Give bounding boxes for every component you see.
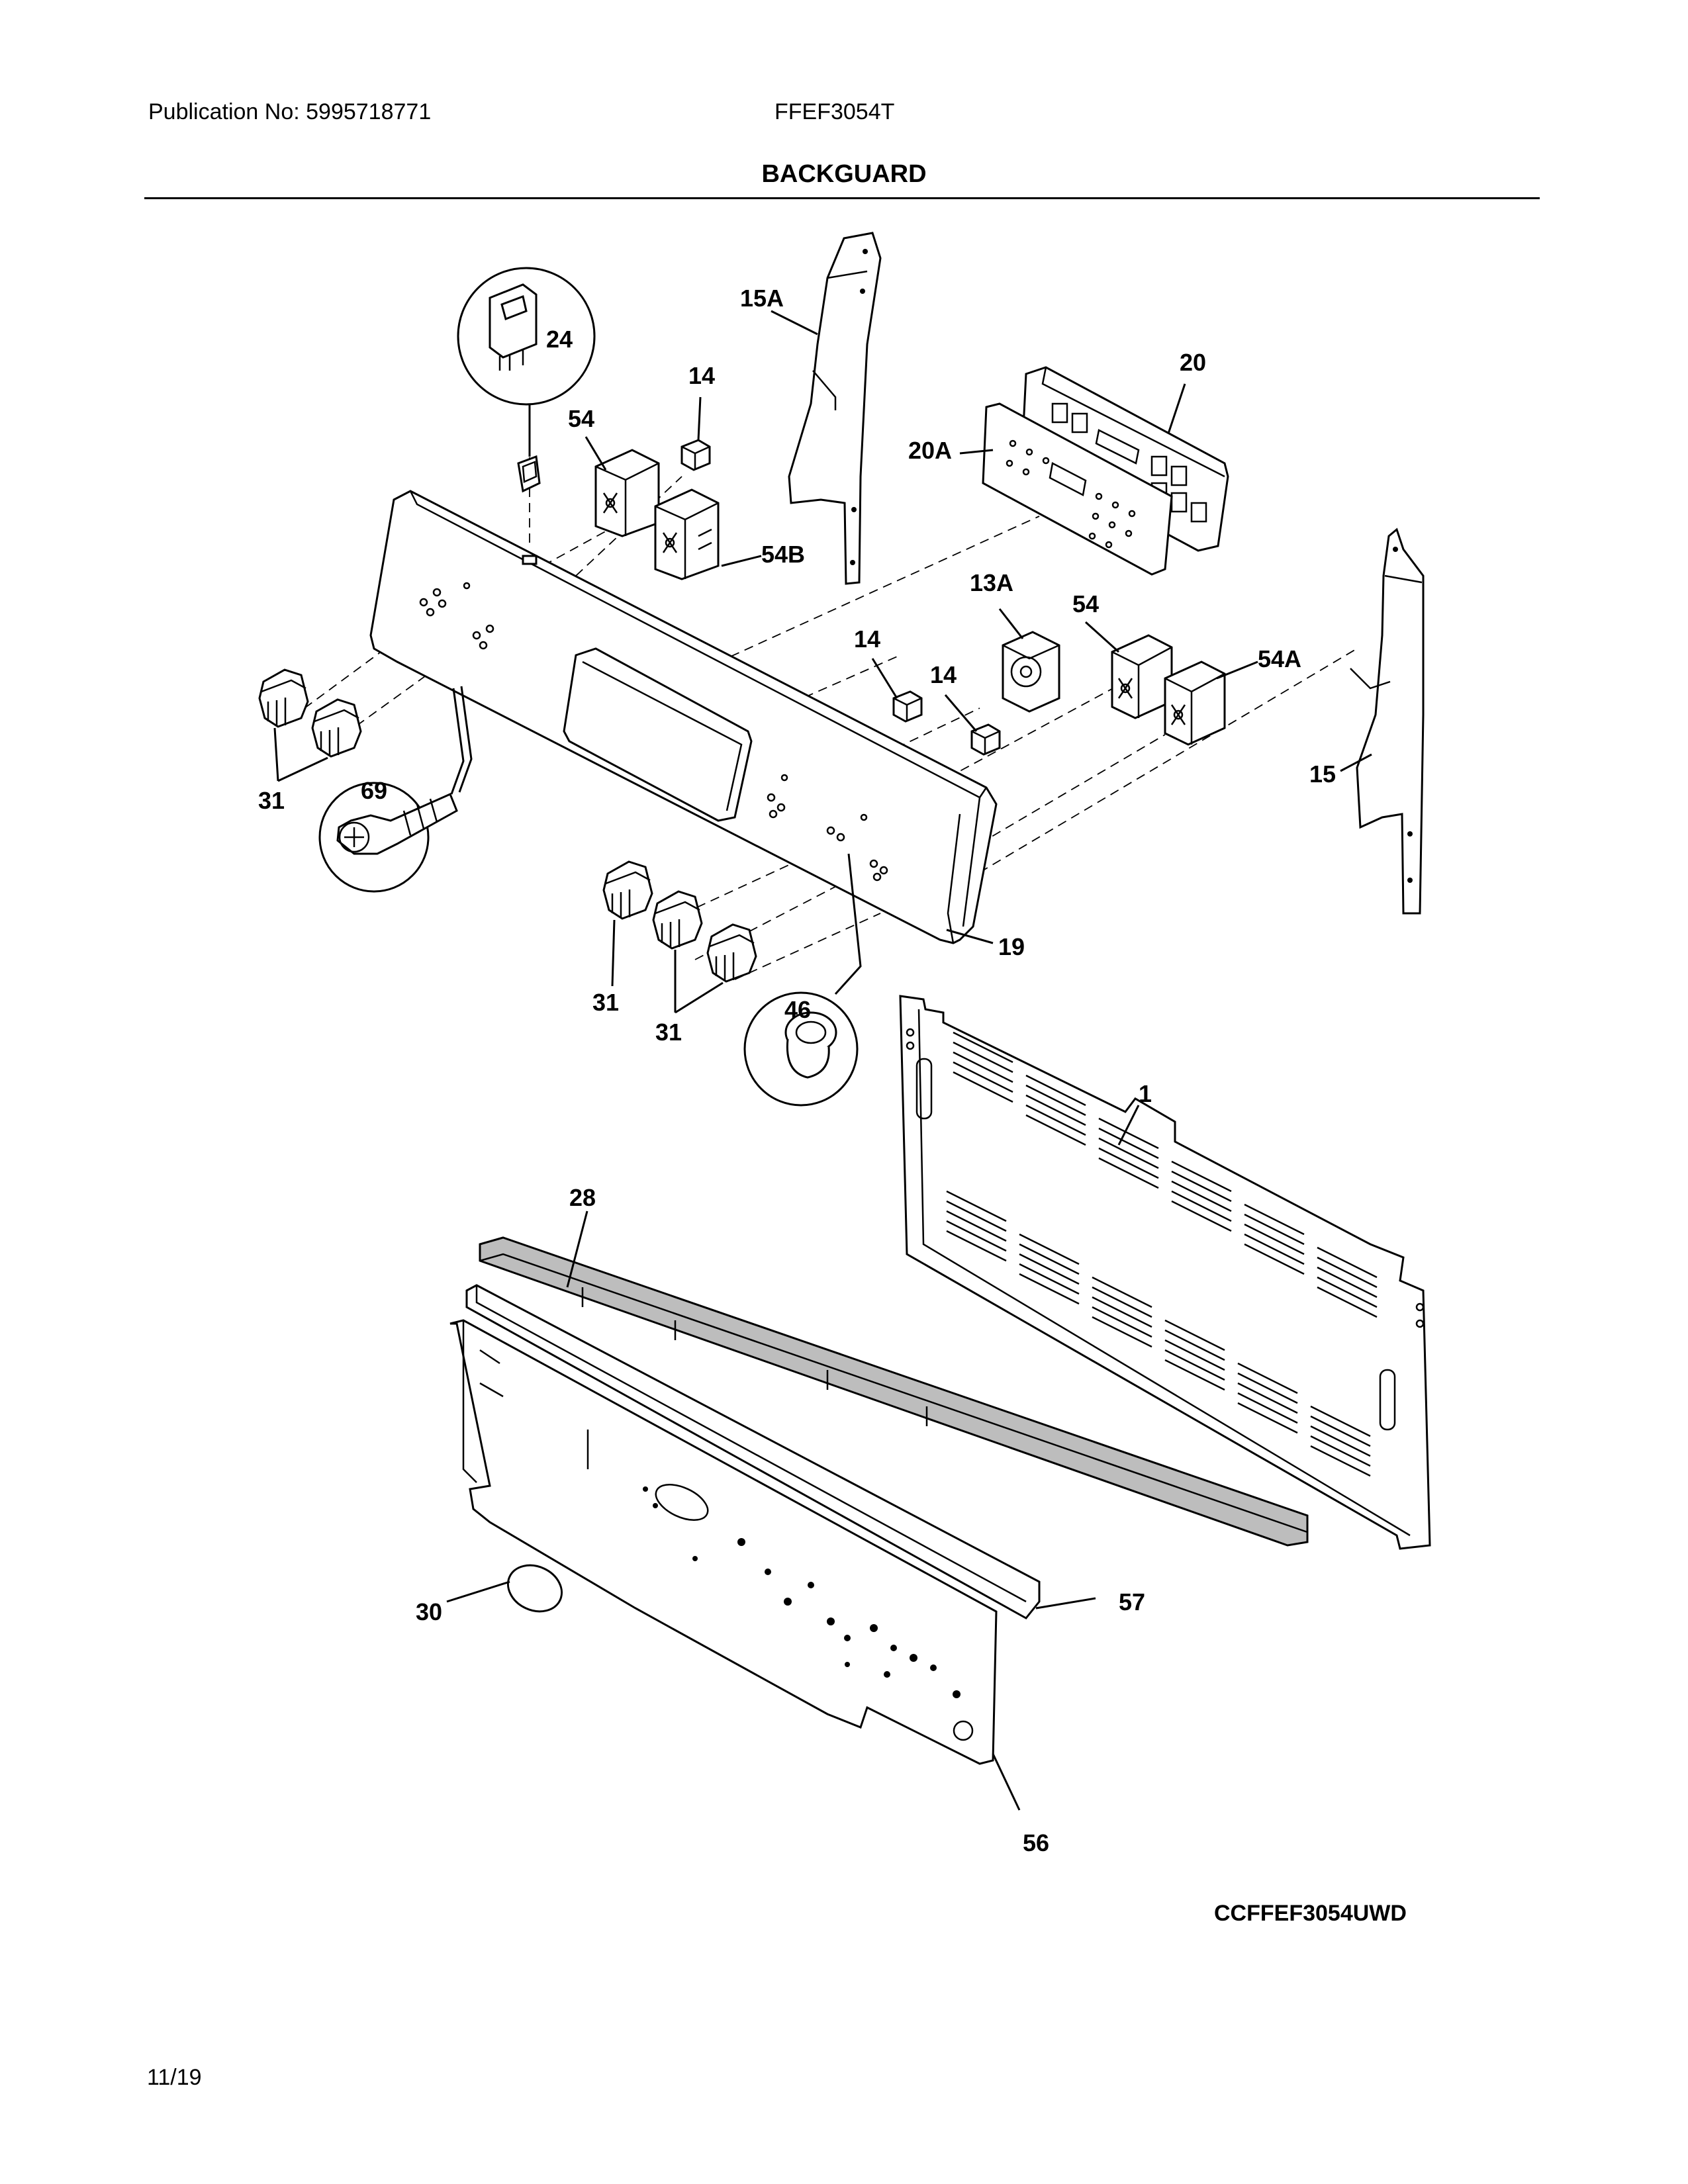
knob-31-upper-left-a (258, 668, 309, 728)
infinite-switch-54B (654, 488, 720, 580)
page-title: BACKGUARD (761, 160, 927, 188)
revision-date: 11/19 (147, 2065, 202, 2090)
rear-panel-vents-lower (946, 1190, 1371, 1477)
callout-13A: 13A (970, 569, 1013, 596)
callout-20: 20 (1180, 349, 1206, 376)
rear-panel-1 (899, 995, 1431, 1550)
switch-13A (1002, 631, 1060, 713)
screw-69-inset (318, 686, 473, 893)
knob-31-lower-a (602, 860, 653, 920)
backguard-console-19 (369, 490, 998, 944)
callout-46: 46 (784, 996, 811, 1023)
callout-28: 28 (569, 1184, 596, 1211)
callout-56: 56 (1023, 1829, 1049, 1856)
console-shaft-holes (419, 555, 888, 882)
callout-30: 30 (416, 1598, 442, 1625)
infinite-switch-54-right (1111, 634, 1173, 719)
callout-54-top: 54 (568, 405, 594, 432)
callout-labels: 1 13A 14 14 14 15 15A 19 20 20A 24 28 30… (258, 285, 1336, 1856)
plug-30 (506, 1564, 563, 1613)
lower-panel-56 (449, 1319, 998, 1765)
knob-31-upper-left-b (311, 698, 362, 758)
callout-54B: 54B (761, 541, 805, 568)
title-rule (144, 197, 1540, 199)
callout-15A: 15A (740, 285, 784, 312)
callout-15: 15 (1309, 760, 1336, 788)
callout-24: 24 (546, 326, 573, 353)
publication-number: Publication No: 5995718771 (148, 99, 432, 124)
infinite-switch-54A (1164, 660, 1226, 746)
leader-lines (273, 310, 1372, 1811)
callout-54A: 54A (1258, 645, 1301, 672)
signal-light-14-top (680, 439, 711, 471)
callout-14-top: 14 (688, 362, 715, 389)
channel-57 (465, 1284, 1041, 1619)
control-overlay-20A (982, 402, 1173, 576)
diagram-code: CCFFEF3054UWD (1214, 1901, 1407, 1926)
trim-28 (479, 1236, 1309, 1547)
overlay-keypad-dots (1006, 439, 1136, 549)
rocker-switch-24 (457, 267, 596, 493)
callout-14-middle: 14 (854, 625, 880, 653)
end-bracket-right-15 (1350, 527, 1425, 915)
callout-1: 1 (1139, 1080, 1152, 1107)
callout-69: 69 (361, 777, 387, 804)
signal-light-14-lower (970, 723, 1001, 756)
end-bracket-left-15A (788, 232, 882, 585)
callout-31-upper: 31 (258, 787, 285, 814)
lower-panel-holes (643, 1486, 974, 1741)
callout-57: 57 (1119, 1588, 1145, 1615)
callout-54-right: 54 (1072, 590, 1099, 617)
model-number: FFEF3054T (774, 99, 895, 124)
callout-31-lower-b: 31 (655, 1019, 682, 1046)
callout-31-lower-a: 31 (592, 989, 619, 1016)
callout-14-lower: 14 (930, 661, 957, 688)
knob-31-lower-b (652, 890, 703, 950)
rear-panel-vents-upper (953, 1031, 1378, 1318)
infinite-switch-54-top (594, 449, 660, 537)
button-46-inset (743, 853, 862, 1107)
callout-19: 19 (998, 933, 1025, 960)
knob-31-lower-c (706, 923, 757, 983)
callout-20A: 20A (908, 437, 952, 464)
signal-light-14-middle (892, 690, 923, 723)
